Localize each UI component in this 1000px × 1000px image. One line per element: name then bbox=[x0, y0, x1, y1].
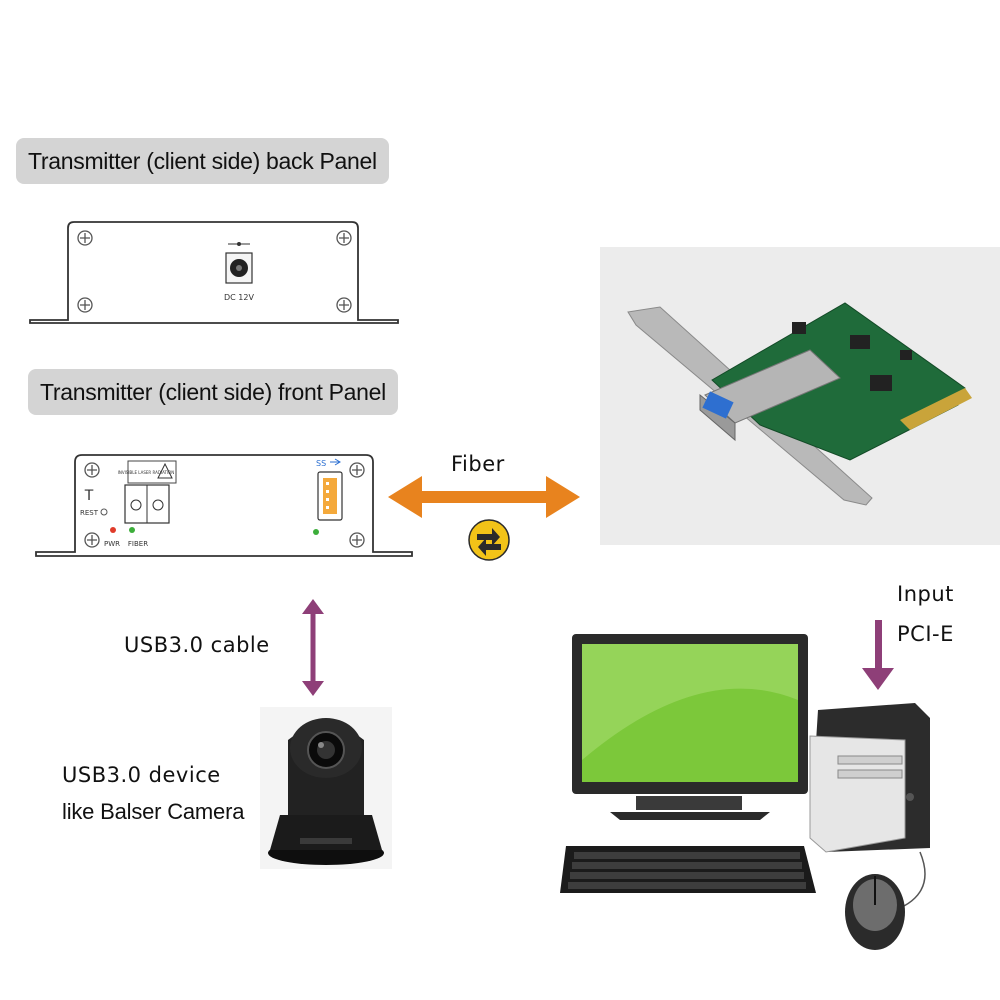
input-label: Input bbox=[897, 582, 954, 606]
laser-warning: INVISIBLE LASER RADIATION bbox=[118, 470, 175, 475]
dc-label: DC 12V bbox=[224, 293, 254, 302]
usb-port-icon bbox=[317, 471, 343, 521]
screw-icon bbox=[77, 230, 352, 313]
sfp-port-icon bbox=[124, 484, 170, 524]
fiber-label: Fiber bbox=[451, 452, 505, 476]
fiber-port-label: FIBER bbox=[128, 540, 148, 548]
fiber-switch-icon bbox=[468, 519, 510, 561]
back-panel-title: Transmitter (client side) back Panel bbox=[16, 138, 389, 184]
device-label-line2: like Balser Camera bbox=[62, 799, 245, 824]
usb-cable-label: USB3.0 cable bbox=[124, 633, 270, 657]
pwr-label: PWR bbox=[104, 540, 120, 548]
dc-jack-icon bbox=[225, 242, 253, 284]
pcie-label: PCI-E bbox=[897, 622, 954, 646]
rest-label: REST bbox=[80, 509, 99, 517]
device-label-line1: USB3.0 device bbox=[62, 763, 221, 787]
t-label: T bbox=[84, 488, 94, 504]
ss-logo: SS bbox=[316, 459, 326, 468]
front-panel-title: Transmitter (client side) front Panel bbox=[28, 369, 398, 415]
